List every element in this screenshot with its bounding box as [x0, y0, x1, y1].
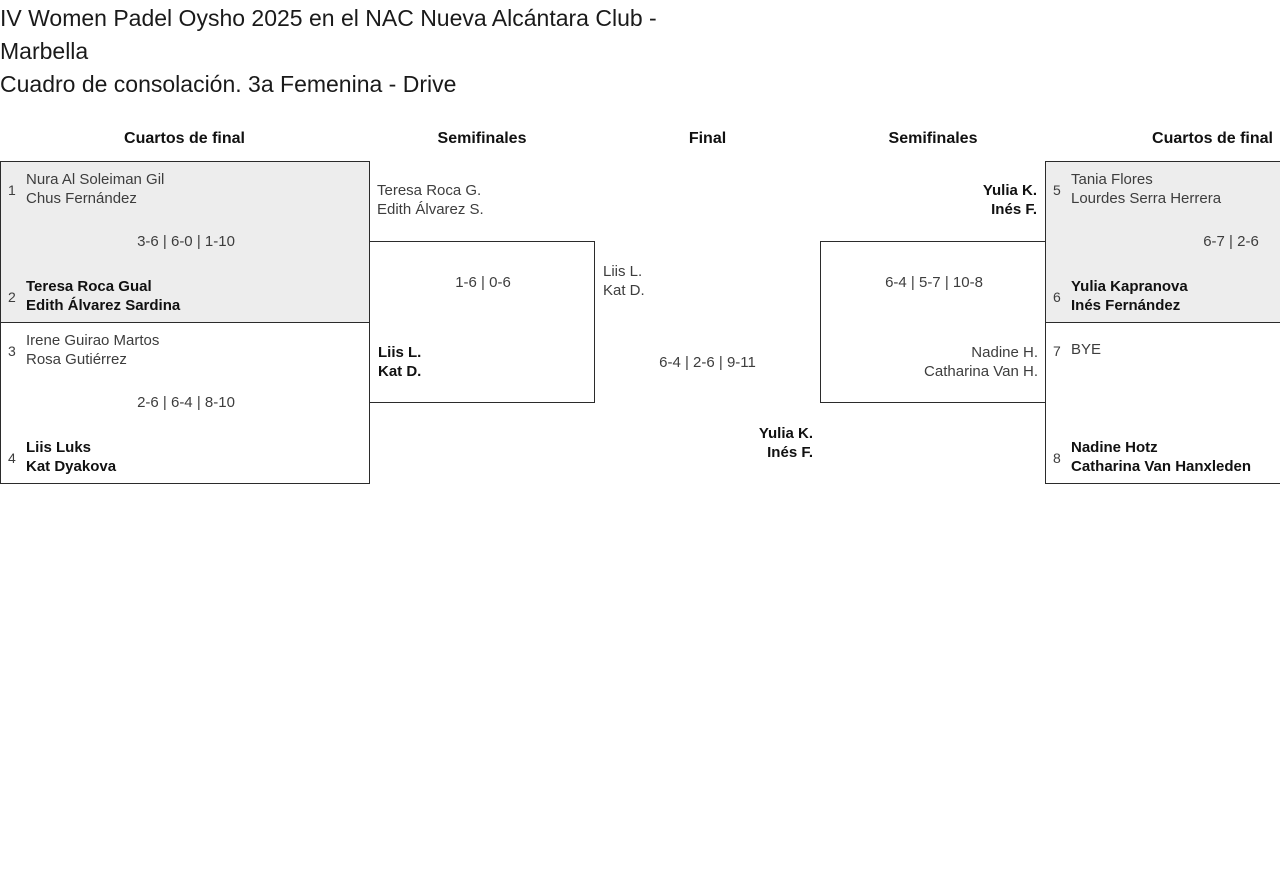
team-slot-3: Irene Guirao Martos Rosa Gutiérrez — [26, 331, 159, 369]
match-score: 6-4 | 5-7 | 10-8 — [885, 274, 983, 291]
tournament-title-line-2: Marbella — [0, 38, 89, 64]
match-box-qf-left-1[interactable]: 1 Nura Al Soleiman Gil Chus Fernández 3-… — [0, 161, 370, 323]
seed-number: 6 — [1053, 289, 1061, 305]
player-name-1: Teresa Roca Gual — [26, 278, 152, 295]
draw-subtitle: Cuadro de consolación. 3a Femenina - Dri… — [0, 71, 457, 97]
player-name-1: Nura Al Soleiman Gil — [26, 171, 165, 188]
player-name-1: Liis Luks — [26, 439, 92, 456]
player-name-1: Yulia Kapranova — [1071, 278, 1188, 295]
round-header-quarterfinals-right: Cuartos de final — [1152, 130, 1273, 147]
player-name-2: Kat D. — [603, 282, 645, 299]
player-name-2: Kat Dyakova — [26, 458, 117, 475]
match-box-qf-right-1[interactable]: 5 Tania Flores Lourdes Serra Herrera 6-7… — [1045, 161, 1280, 323]
seed-number: 7 — [1053, 343, 1061, 359]
player-name-2: Inés F. — [991, 201, 1037, 218]
player-name-1: BYE — [1071, 341, 1102, 358]
match-box-sf-right[interactable]: 6-4 | 5-7 | 10-8 Nadine H. Catharina Van… — [820, 241, 1046, 403]
player-name-1: Teresa Roca G. — [377, 182, 482, 199]
team-slot-1: Nura Al Soleiman Gil Chus Fernández — [26, 170, 164, 208]
player-name-1: Nadine Hotz — [1071, 439, 1158, 456]
round-header-quarterfinals-left: Cuartos de final — [124, 130, 245, 147]
seed-number: 1 — [8, 182, 16, 198]
final-entrant-top: Liis L. Kat D. — [603, 262, 645, 300]
match-score: 2-6 | 6-4 | 8-10 — [137, 394, 235, 411]
player-name-2: Inés Fernández — [1071, 297, 1181, 314]
round-header-semifinals-left: Semifinales — [437, 130, 527, 147]
player-name-2: Lourdes Serra Herrera — [1071, 190, 1222, 207]
player-name-2: Kat D. — [378, 363, 422, 380]
player-name-1: Tania Flores — [1071, 171, 1153, 188]
player-name-1: Yulia K. — [758, 425, 813, 442]
team-slot-5: Tania Flores Lourdes Serra Herrera — [1071, 170, 1221, 208]
sf-right-entrant-bottom: Nadine H. Catharina Van H. — [821, 343, 1038, 381]
team-slot-4: Liis Luks Kat Dyakova — [26, 438, 116, 476]
team-slot-2: Teresa Roca Gual Edith Álvarez Sardina — [26, 277, 180, 315]
seed-number: 8 — [1053, 450, 1061, 466]
round-header-semifinals-right: Semifinales — [888, 130, 978, 147]
match-box-qf-right-2[interactable]: 7 BYE 8 Nadine Hotz Catharina Van Hanxle… — [1045, 322, 1280, 484]
sf-right-entrant-top: Yulia K. Inés F. — [820, 181, 1037, 219]
match-score: 6-7 | 2-6 — [1203, 233, 1259, 250]
match-box-sf-left[interactable]: 1-6 | 0-6 Liis L. Kat D. — [369, 241, 595, 403]
team-slot-6: Yulia Kapranova Inés Fernández — [1071, 277, 1188, 315]
player-name-2: Rosa Gutiérrez — [26, 351, 127, 368]
seed-number: 5 — [1053, 182, 1061, 198]
seed-number: 4 — [8, 450, 16, 466]
final-entrant-bottom: Yulia K. Inés F. — [595, 424, 813, 462]
player-name-1: Irene Guirao Martos — [26, 332, 160, 349]
player-name-2: Edith Álvarez S. — [377, 201, 484, 218]
seed-number: 3 — [8, 343, 16, 359]
match-box-qf-left-2[interactable]: 3 Irene Guirao Martos Rosa Gutiérrez 2-6… — [0, 322, 370, 484]
player-name-1: Liis L. — [378, 344, 422, 361]
tournament-title-line-1: IV Women Padel Oysho 2025 en el NAC Nuev… — [0, 5, 657, 31]
page-title: IV Women Padel Oysho 2025 en el NAC Nuev… — [0, 2, 900, 101]
player-name-2: Edith Álvarez Sardina — [26, 297, 181, 314]
player-name-2: Catharina Van H. — [924, 363, 1038, 380]
final-score: 6-4 | 2-6 | 9-11 — [659, 354, 756, 371]
player-name-2: Chus Fernández — [26, 190, 137, 207]
player-name-1: Nadine H. — [971, 344, 1038, 361]
player-name-2: Catharina Van Hanxleden — [1071, 458, 1252, 475]
team-slot-8: Nadine Hotz Catharina Van Hanxleden — [1071, 438, 1251, 476]
player-name-2: Inés F. — [767, 444, 813, 461]
player-name-1: Yulia K. — [982, 182, 1037, 199]
player-name-1: Liis L. — [603, 263, 643, 280]
match-score: 1-6 | 0-6 — [455, 274, 511, 291]
team-slot-7: BYE — [1071, 340, 1101, 359]
sf-left-entrant-top: Teresa Roca G. Edith Álvarez S. — [377, 181, 484, 219]
match-score: 3-6 | 6-0 | 1-10 — [137, 233, 235, 250]
round-header-final: Final — [688, 130, 727, 147]
seed-number: 2 — [8, 289, 16, 305]
sf-left-entrant-bottom: Liis L. Kat D. — [378, 343, 421, 381]
